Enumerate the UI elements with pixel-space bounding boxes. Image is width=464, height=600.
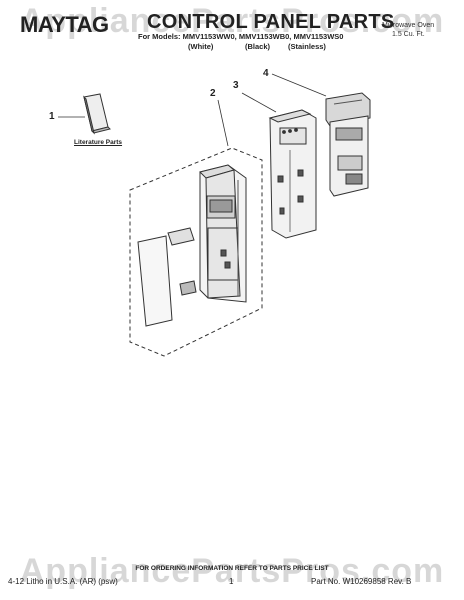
callout-3: 3: [233, 80, 239, 91]
models-line: For Models: MMV1153WW0, MMV1153WB0, MMV1…: [138, 32, 344, 41]
touch-pad-overlay: [137, 235, 173, 327]
color-stainless: (Stainless): [288, 42, 326, 51]
color-black: (Black): [245, 42, 271, 51]
leader-line-4: [271, 73, 327, 97]
literature-parts-label: Literature Parts: [74, 139, 123, 146]
product-type: Microwave Oven: [382, 22, 435, 29]
electronic-control-board: [325, 92, 371, 197]
control-housing: [268, 109, 317, 239]
display-window: [167, 227, 195, 246]
ordering-info: FOR ORDERING INFORMATION REFER TO PARTS …: [135, 565, 329, 572]
callout-2: 2: [210, 88, 216, 99]
part-number: Part No. W10269858 Rev. B: [311, 577, 412, 586]
control-panel-frame: [199, 164, 247, 303]
small-bracket: [179, 280, 197, 296]
literature-parts-booklet: [83, 93, 111, 135]
color-white: (White): [188, 42, 214, 51]
page-number: 1: [229, 577, 234, 586]
product-capacity: 1.5 Cu. Ft.: [392, 31, 425, 38]
callout-4: 4: [263, 68, 269, 79]
brand-logo: MAYTAG: [20, 12, 109, 37]
leader-line-3: [241, 92, 277, 113]
leader-line-2: [217, 99, 229, 147]
page-title: CONTROL PANEL PARTS: [147, 11, 395, 33]
litho-info: 4-12 Litho in U.S.A. (AR) (psw): [8, 577, 118, 586]
control-panel-assembly-outline: [129, 147, 263, 357]
callout-1: 1: [49, 111, 55, 122]
